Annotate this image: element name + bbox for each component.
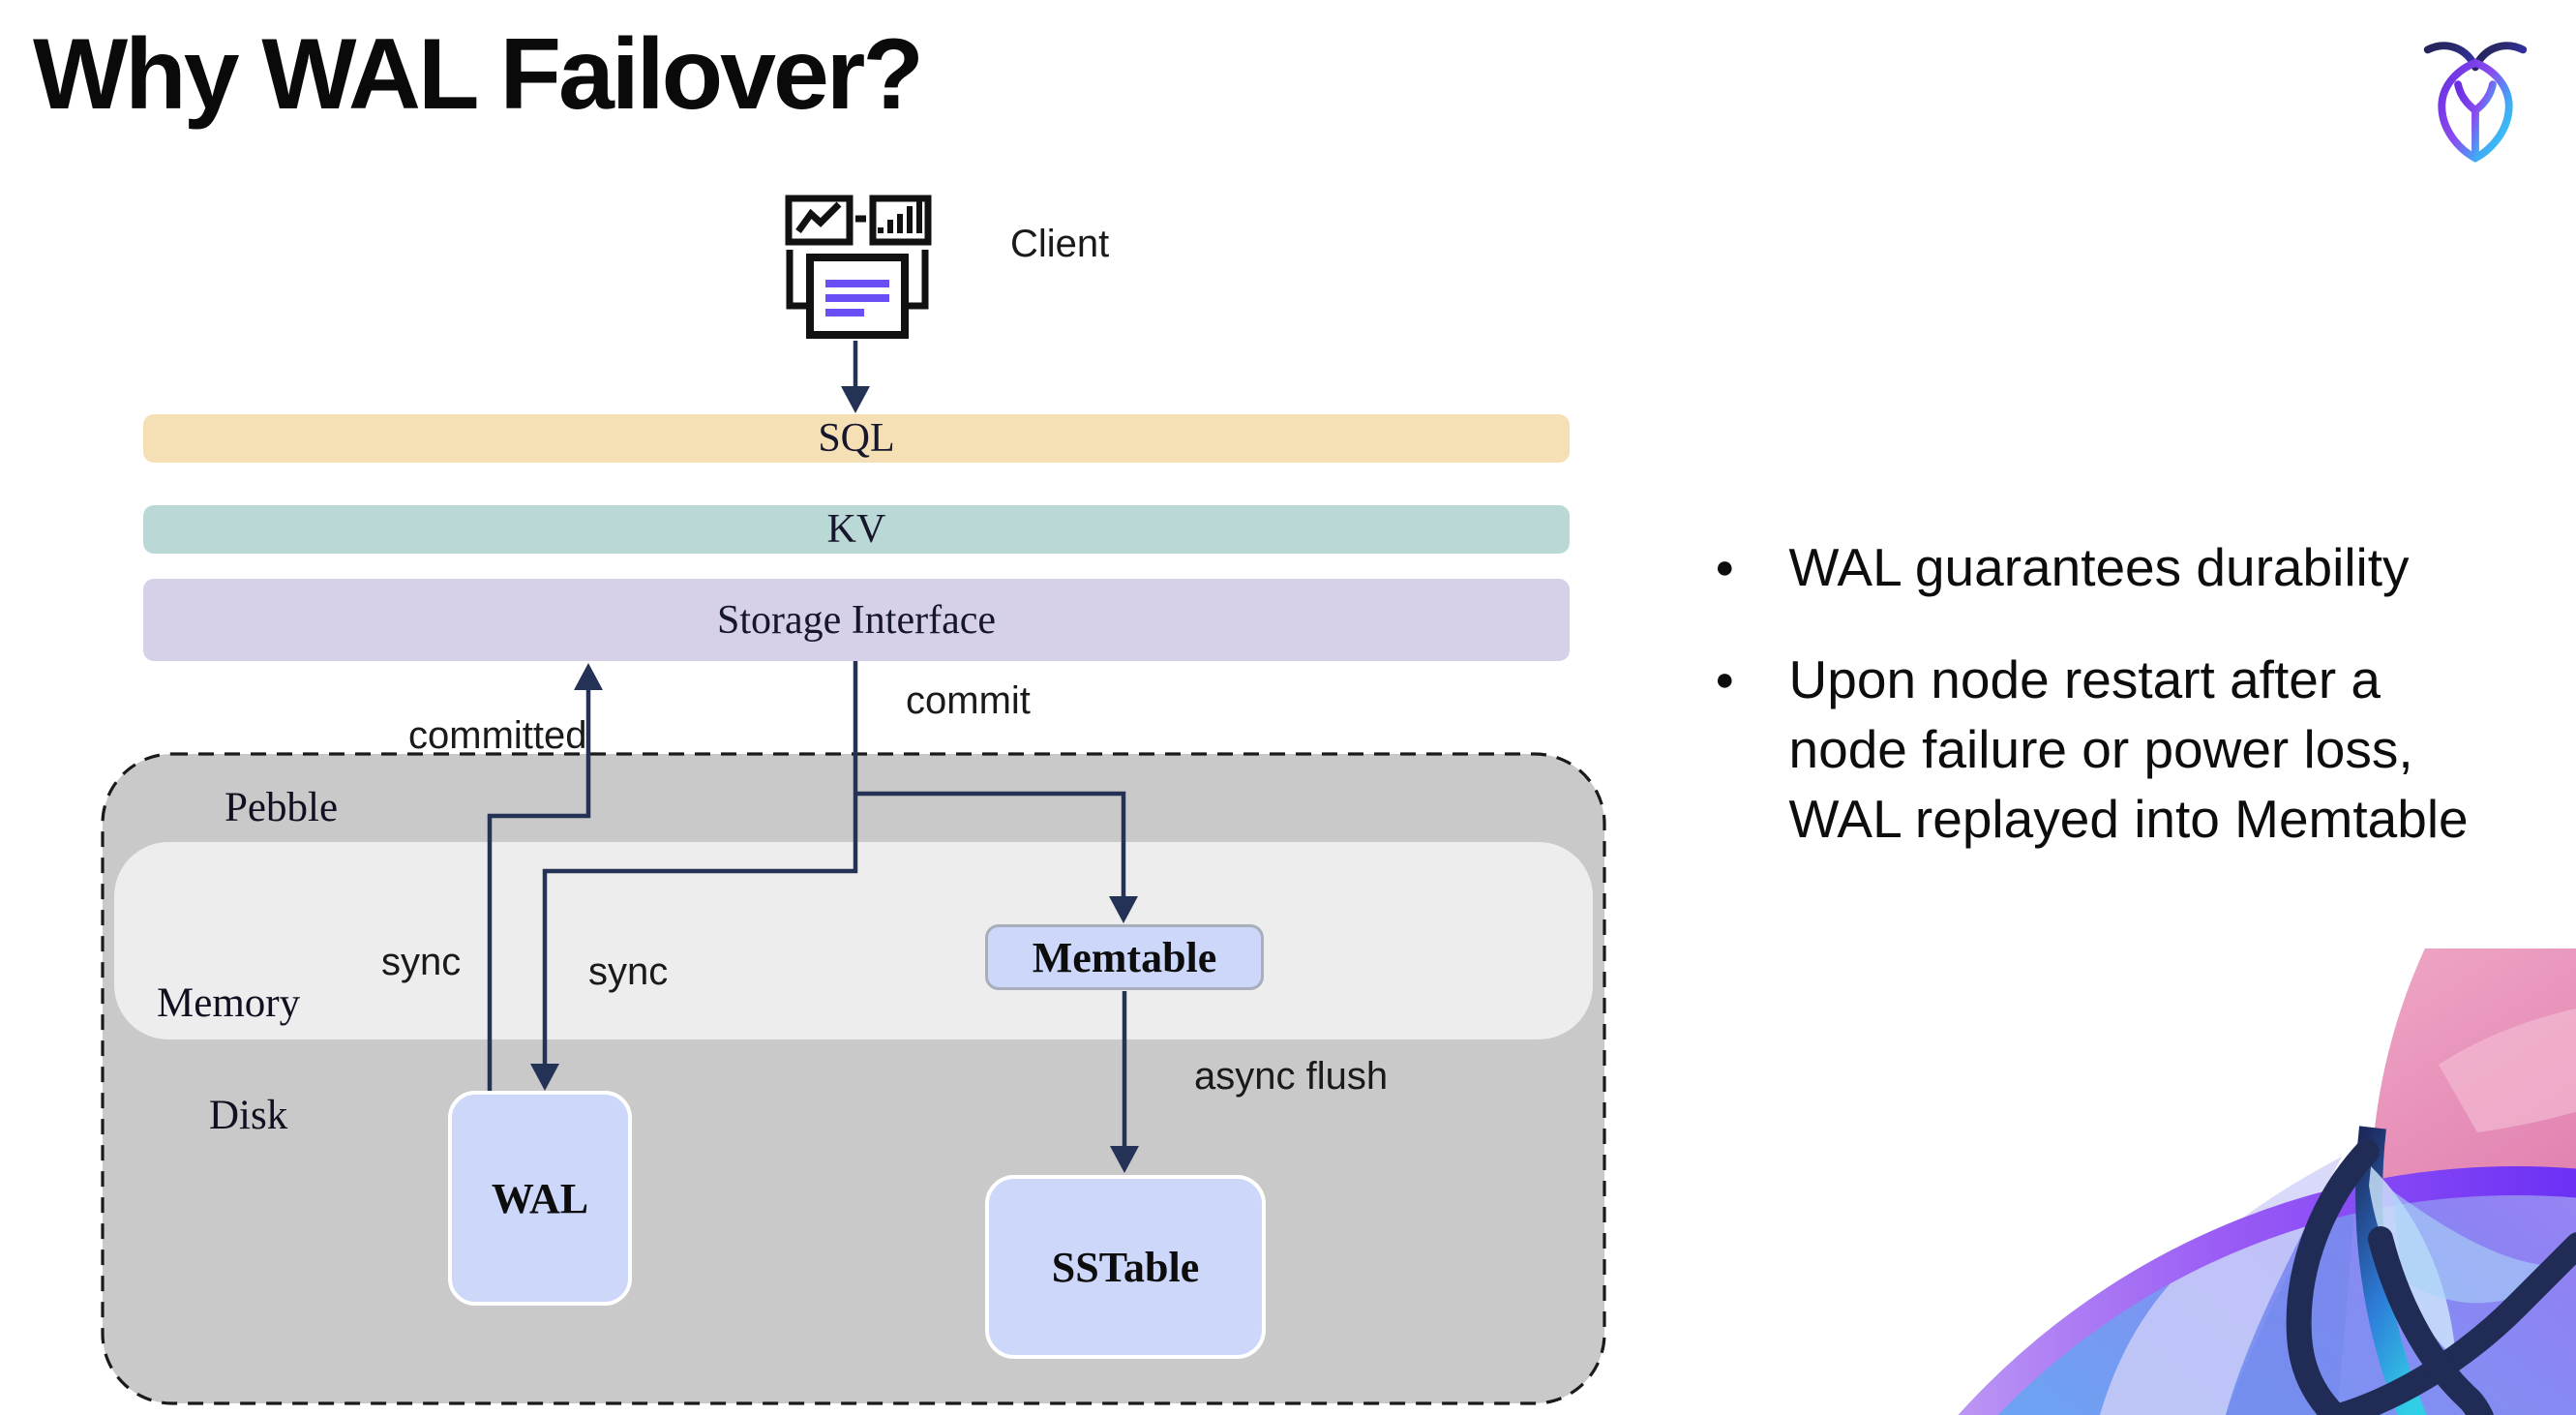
arrowhead-into-storage xyxy=(574,663,603,690)
layer-bar-sql: SQL xyxy=(143,414,1570,463)
document-lines-icon xyxy=(825,280,889,316)
layer-bar-storage-interface: Storage Interface xyxy=(143,579,1570,661)
purple-rim-arc xyxy=(1958,1166,2576,1415)
wal-label: WAL xyxy=(491,1174,589,1222)
layer-bar-kv: KV xyxy=(143,505,1570,554)
layer-label-kv: KV xyxy=(826,507,886,552)
sstable-label: SSTable xyxy=(1051,1243,1200,1291)
wal-node: WAL xyxy=(448,1091,632,1306)
bracket-right-icon xyxy=(905,250,929,310)
client-label: Client xyxy=(1010,223,1110,265)
committed-edge-label: committed xyxy=(408,714,587,757)
navy-rim-arc xyxy=(2355,1126,2427,1415)
bullet-list: ● WAL guarantees durability ● Upon node … xyxy=(1715,532,2566,854)
sync-right-edge-label: sync xyxy=(588,950,669,993)
memtable-node: Memtable xyxy=(985,924,1264,990)
commit-edge-label: commit xyxy=(906,679,1031,722)
memory-band xyxy=(114,842,1593,1039)
bar-chart-icon xyxy=(869,195,932,246)
bracket-left-icon xyxy=(786,250,810,310)
layer-label-storage-interface: Storage Interface xyxy=(717,597,996,643)
bullet-2-text: Upon node restart after a node failure o… xyxy=(1788,649,2469,850)
layer-label-sql: SQL xyxy=(818,416,895,461)
bullet-dot-icon: ● xyxy=(1715,661,1735,699)
list-item: ● Upon node restart after a node failure… xyxy=(1715,645,2566,854)
line-chart-icon xyxy=(785,195,854,246)
pink-highlight-leaf xyxy=(2439,1009,2576,1132)
async-flush-edge-label: async flush xyxy=(1194,1055,1389,1098)
client-icon xyxy=(785,195,932,339)
sstable-node: SSTable xyxy=(985,1175,1266,1359)
leaf-veins xyxy=(2286,1139,2576,1415)
memtable-label: Memtable xyxy=(1032,933,1217,981)
page-title: Why WAL Failover? xyxy=(33,18,924,131)
bullet-dot-icon: ● xyxy=(1715,549,1735,586)
arrowhead-into-sql xyxy=(841,386,870,413)
list-item: ● WAL guarantees durability xyxy=(1715,532,2566,602)
sync-left-edge-label: sync xyxy=(381,941,462,983)
disk-label: Disk xyxy=(209,1093,288,1138)
memory-label: Memory xyxy=(157,980,301,1026)
light-petal-2 xyxy=(2392,1190,2562,1304)
pebble-label: Pebble xyxy=(225,785,339,830)
bullet-1-text: WAL guarantees durability xyxy=(1788,537,2410,597)
cockroachdb-logo-icon xyxy=(2423,42,2528,163)
brand-artwork xyxy=(1958,948,2576,1415)
